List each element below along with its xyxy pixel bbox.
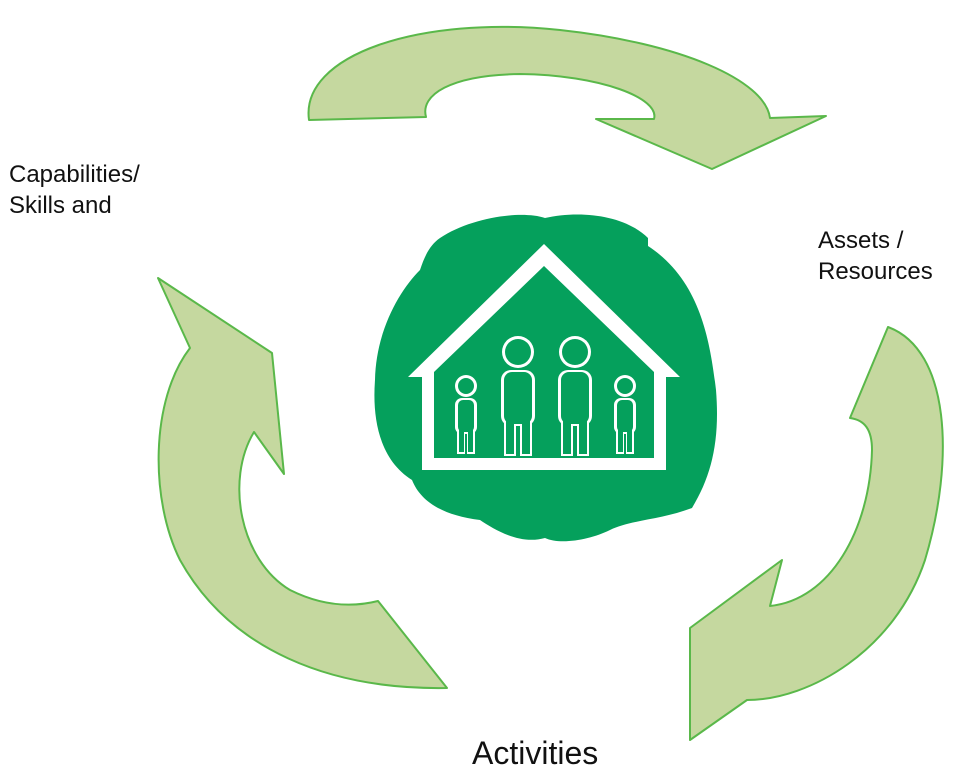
top-cycle-arrow-icon — [307, 25, 827, 170]
assets-label-line1: Assets / — [818, 227, 904, 254]
assets-label: Assets / Resources — [818, 226, 933, 287]
activities-label: Activities — [472, 734, 598, 772]
left-cycle-arrow-icon — [157, 277, 448, 690]
house-interior — [434, 266, 654, 458]
assets-label-line2: Resources — [818, 257, 933, 285]
capabilities-label-line1: Capabilities/ — [9, 161, 140, 188]
family-figures — [458, 339, 633, 454]
activities-label-text: Activities — [472, 735, 599, 771]
capabilities-label-line2: Skills and — [9, 191, 112, 219]
right-cycle-arrow-icon — [689, 326, 944, 741]
household-family-icon — [408, 244, 680, 470]
capabilities-label: Capabilities/ Skills and — [9, 160, 140, 221]
